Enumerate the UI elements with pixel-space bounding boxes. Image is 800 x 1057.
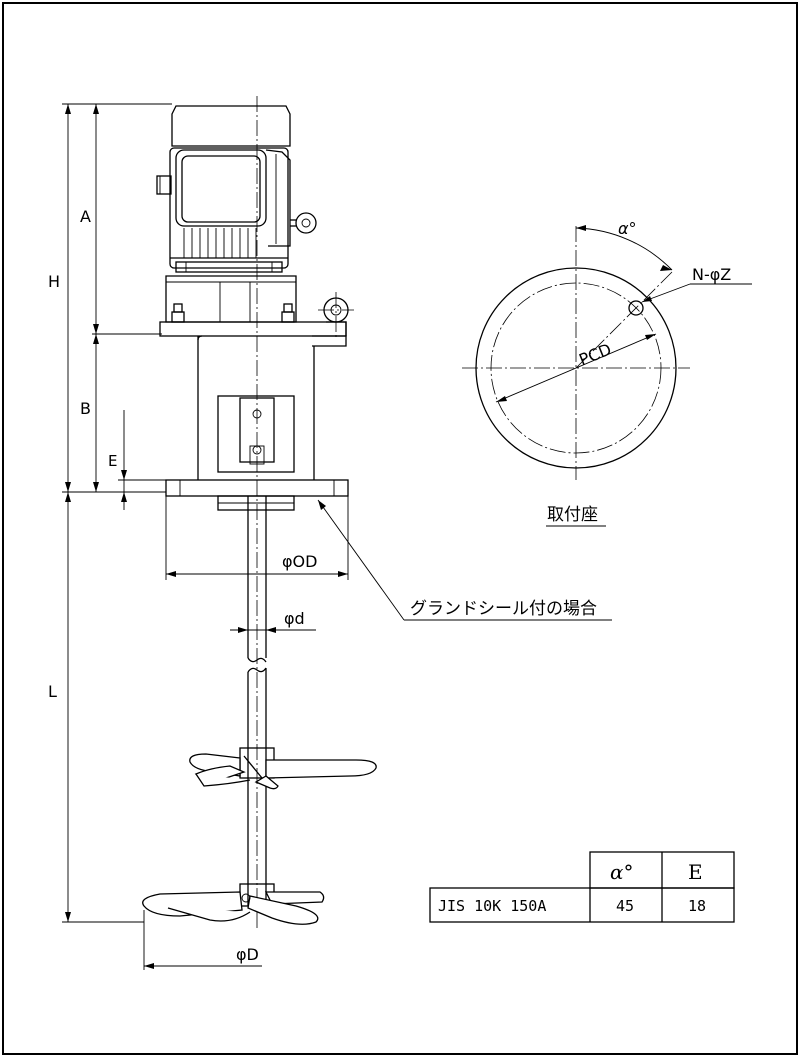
shaft xyxy=(247,496,267,906)
motor xyxy=(156,105,317,273)
dim-e-label: E xyxy=(108,452,117,470)
dim-dd-label: φD xyxy=(236,945,259,964)
hole-spec-label: N-φZ xyxy=(692,265,731,284)
dim-a-label: A xyxy=(80,207,91,226)
table-row-name: JIS 10K 150A xyxy=(438,897,546,915)
table-row-e: 18 xyxy=(688,897,706,915)
dim-h-label: H xyxy=(48,272,60,291)
table-row-alpha: 45 xyxy=(616,897,634,915)
lower-impeller xyxy=(142,883,325,925)
dim-d-label: φd xyxy=(284,609,305,628)
gland-seal-note: グランドシール付の場合 xyxy=(410,599,597,619)
dimensions xyxy=(62,103,612,970)
mount-caption: 取付座 xyxy=(547,505,598,525)
dim-b-label: B xyxy=(80,399,91,418)
upper-impeller xyxy=(189,747,377,790)
spec-table xyxy=(429,851,735,923)
table-header-e: E xyxy=(688,860,703,884)
alpha-angle-label: α° xyxy=(618,219,637,238)
mounting-plate xyxy=(159,292,354,347)
dim-l-label: L xyxy=(48,682,57,701)
dim-od-label: φOD xyxy=(282,552,317,571)
table-header-alpha: α° xyxy=(610,860,634,884)
mounting-flange-view xyxy=(462,225,752,527)
pcd-label: PCD xyxy=(576,339,614,369)
gear-reducer xyxy=(165,275,297,323)
